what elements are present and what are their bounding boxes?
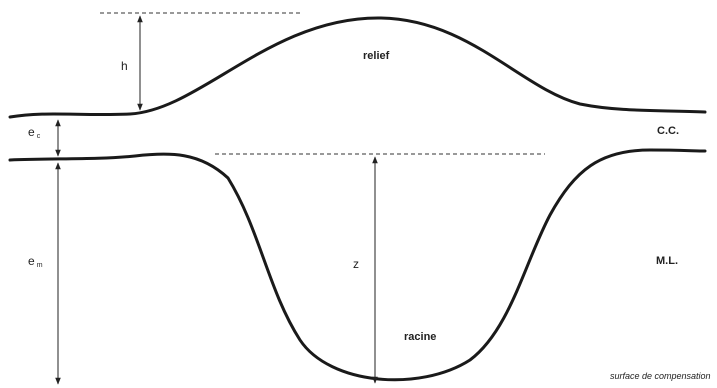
h-label: h: [121, 59, 128, 73]
relief-surface-curve: [8, 16, 707, 119]
z-label: z: [353, 257, 359, 271]
racine-label: racine: [404, 331, 436, 343]
crust-base-curve: [8, 148, 707, 382]
cc-label: C.C.: [657, 125, 679, 137]
relief-label: relief: [363, 50, 390, 62]
surface-de-compensation-label: surface de compensation: [610, 371, 711, 381]
ml-label: M.L.: [656, 255, 678, 267]
